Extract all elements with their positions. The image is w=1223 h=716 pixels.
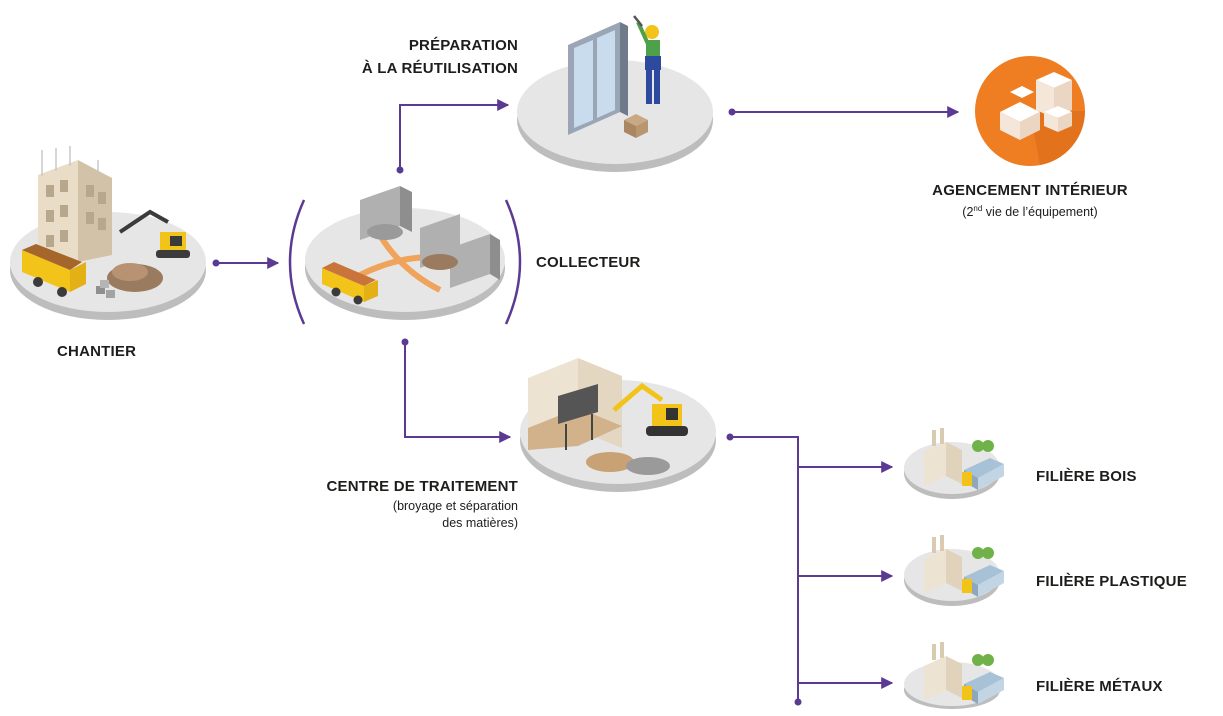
arrow-collecteur-centre — [404, 342, 512, 443]
filiere-metaux-illustration — [904, 642, 1004, 709]
centre-sublabel-line2: des matières) — [442, 516, 518, 530]
filiere-metaux-label: FILIÈRE MÉTAUX — [1036, 678, 1163, 695]
right-bracket — [504, 199, 522, 325]
arrow-collecteur-preparation — [399, 99, 510, 170]
centre-illustration — [520, 358, 716, 492]
filiere-bois-label: FILIÈRE BOIS — [1036, 468, 1137, 485]
chantier-label: CHANTIER — [57, 343, 137, 360]
centre-label: CENTRE DE TRAITEMENT — [326, 478, 518, 495]
collecteur-illustration — [305, 186, 505, 320]
chantier-illustration — [10, 146, 206, 320]
preparation-illustration — [517, 15, 713, 172]
preparation-label-line2: À LA RÉUTILISATION — [361, 60, 518, 77]
filiere-plastique-illustration — [904, 535, 1004, 606]
furniture-cubes-icon — [975, 56, 1085, 166]
filiere-bois-illustration — [904, 428, 1004, 499]
connector-dots — [212, 108, 802, 706]
agencement-label: AGENCEMENT INTÉRIEUR — [932, 182, 1128, 199]
collecteur-label: COLLECTEUR — [536, 254, 641, 271]
filiere-plastique-label: FILIÈRE PLASTIQUE — [1036, 573, 1187, 590]
agencement-sublabel: (2nd vie de l’équipement) — [962, 204, 1098, 219]
centre-sublabel-line1: (broyage et séparation — [392, 499, 518, 513]
distribution-line — [730, 436, 799, 702]
preparation-label-line1: PRÉPARATION — [408, 37, 518, 54]
flow-connectors — [216, 99, 960, 702]
left-bracket — [288, 199, 306, 325]
